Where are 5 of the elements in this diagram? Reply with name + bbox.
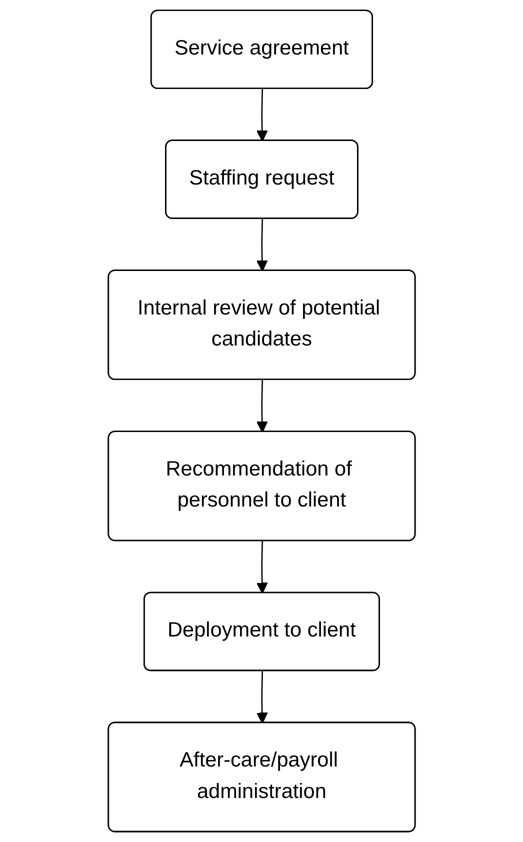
arrow — [256, 218, 268, 272]
arrow — [256, 541, 268, 594]
arrow — [256, 380, 268, 433]
arrow — [256, 88, 268, 142]
arrow — [256, 671, 268, 724]
